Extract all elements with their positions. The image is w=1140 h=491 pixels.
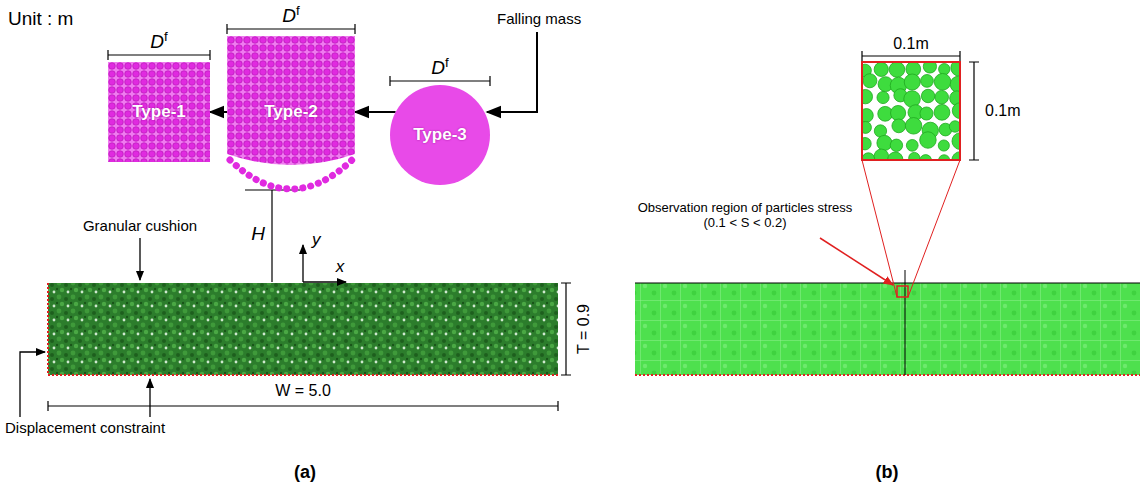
leader-arrow: [139, 238, 140, 280]
motion-arrow: [355, 111, 396, 113]
observation-region: [897, 286, 908, 297]
dimension-label: 0.1m: [893, 35, 929, 53]
dimension-label: H: [251, 223, 265, 245]
dimension-label: Df: [282, 3, 299, 27]
leader-arrow: [820, 238, 893, 285]
panel-label: (b): [876, 462, 899, 483]
callout-label: Granular cushion: [83, 217, 197, 234]
dimension-line: [561, 283, 571, 375]
dimension-line: [862, 51, 960, 61]
callout-label: Observation region of particles stress (…: [635, 201, 856, 231]
particles: [862, 62, 960, 160]
dimension-label: Df: [431, 55, 448, 79]
cup-mass: Type-2: [227, 36, 355, 188]
zoom-box: [862, 62, 960, 160]
axis-label: y: [312, 230, 321, 250]
type-label: Type-2: [264, 102, 318, 122]
type-label: Type-1: [132, 102, 186, 122]
zoom-leader: [862, 160, 960, 297]
panel-label: (a): [294, 462, 316, 483]
dimension-line: [245, 190, 300, 282]
dimension-label: Df: [150, 29, 167, 53]
granular-layer: [635, 283, 1140, 375]
dimension-label: 0.1m: [985, 102, 1021, 120]
leader-arrow: [20, 352, 45, 417]
granular-cushion: [48, 283, 558, 375]
sphere-mass: Type-3: [390, 85, 490, 185]
square-mass: Type-1: [108, 62, 210, 162]
type-label: Type-3: [413, 125, 467, 145]
center-line: [635, 270, 1140, 375]
constraint-line: [635, 374, 1140, 376]
unit-note: Unit : m: [8, 8, 73, 30]
dimension-line: [969, 62, 979, 160]
dimension-line: [48, 401, 558, 411]
dimension-label: T = 0.9: [575, 304, 593, 354]
axis-arrow: [303, 281, 346, 282]
dimension-label: W = 5.0: [275, 382, 331, 400]
axis-arrow: [302, 245, 303, 282]
leader-arrow: [149, 379, 150, 417]
zoom-box: [862, 62, 960, 160]
callout-label: Falling mass: [497, 10, 581, 27]
leader-arrow: [487, 32, 537, 112]
axis-label: x: [336, 257, 345, 277]
callout-label: Displacement constraint: [5, 419, 165, 436]
constraint-line: [48, 283, 558, 375]
motion-arrow: [210, 111, 227, 113]
